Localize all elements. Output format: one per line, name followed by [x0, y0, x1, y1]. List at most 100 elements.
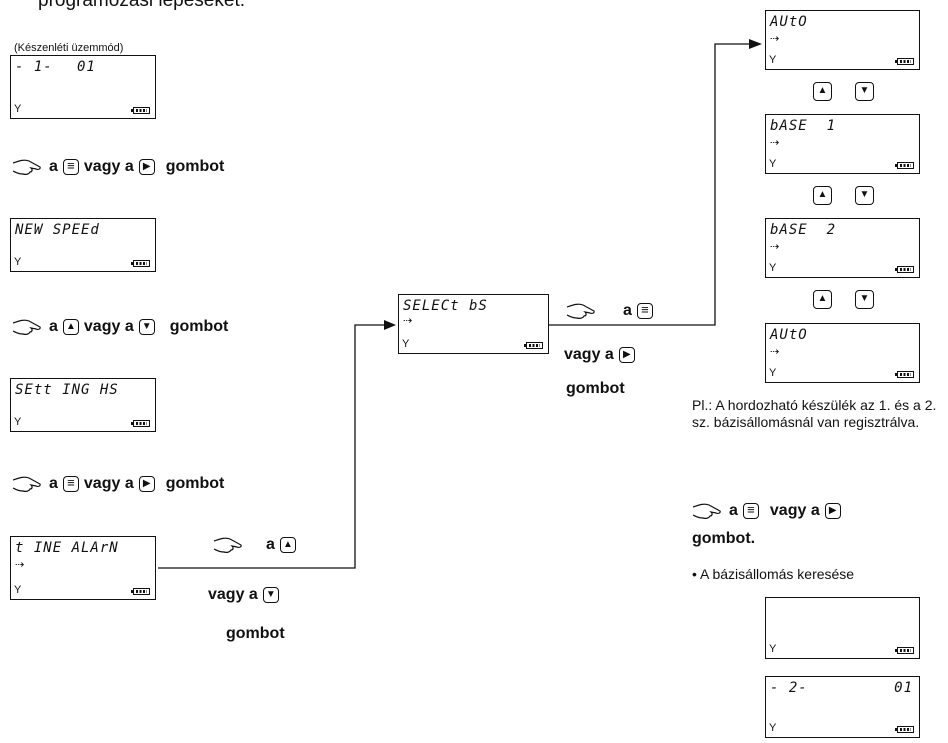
right-arrow-key-icon: ▶ — [824, 503, 841, 519]
battery-icon — [131, 420, 150, 427]
lcd-auto-1: AUtO ⇢ Y — [765, 10, 920, 70]
arrow-icon: ⇢ — [770, 346, 780, 358]
instruction-5-c: gombot — [566, 380, 630, 398]
down-arrow-key-icon: ▼ — [855, 290, 874, 309]
antenna-icon: Y — [14, 416, 22, 428]
search-note: • A bázisállomás keresése — [692, 566, 855, 582]
antenna-icon: Y — [14, 584, 22, 596]
lcd-text: NEW SPEEd — [15, 222, 100, 238]
instruction-5-b: vagy a ▶ — [564, 346, 640, 364]
down-arrow-key-icon: ▼ — [855, 82, 874, 101]
menu-key-icon: ≡ — [62, 476, 79, 492]
example-note: Pl.: A hordozható készülék az 1. és a 2.… — [692, 397, 937, 430]
pointing-hand-icon — [692, 503, 721, 519]
battery-icon — [524, 342, 543, 349]
antenna-icon: Y — [14, 256, 22, 268]
instr-a: a — [729, 502, 738, 519]
instr-a: a — [623, 302, 632, 319]
antenna-icon: Y — [769, 158, 777, 170]
antenna-icon: Y — [769, 643, 777, 655]
down-arrow-key-icon: ▼ — [138, 319, 155, 335]
lcd-setting-hs: SEtt ING HS Y — [10, 378, 156, 432]
antenna-icon: Y — [769, 722, 777, 734]
battery-icon — [895, 726, 914, 733]
instr-gombot: gombot — [226, 625, 285, 642]
lcd-text: SELECt bS — [403, 298, 488, 314]
standby-caption: (Készenléti üzemmód) — [14, 42, 124, 54]
pointing-hand-icon — [12, 319, 41, 335]
battery-icon — [131, 588, 150, 595]
lcd-text-left: - 1- — [15, 59, 53, 75]
down-arrow-key-icon: ▼ — [855, 186, 874, 205]
instruction-3: a ≡ vagy a ▶ gombot — [12, 475, 229, 493]
arrow-icon: ⇢ — [770, 33, 780, 45]
antenna-icon: Y — [769, 367, 777, 379]
instr-a: a — [266, 536, 275, 553]
up-arrow-key-icon: ▲ — [279, 537, 296, 553]
battery-icon — [895, 58, 914, 65]
lcd-text: AUtO — [770, 327, 808, 343]
pointing-hand-icon — [566, 303, 595, 319]
lcd-new-speed: NEW SPEEd Y — [10, 218, 156, 272]
battery-icon — [895, 647, 914, 654]
up-arrow-key-icon: ▲ — [813, 290, 832, 309]
instruction-6-b: gombot. — [692, 530, 760, 548]
instr-vagy-a: vagy a — [769, 502, 820, 519]
instr-gombot: gombot — [169, 318, 229, 335]
instruction-5-a: a ≡ — [566, 302, 658, 320]
lcd-select-bs: SELECt bS ⇢ Y — [398, 294, 549, 354]
up-arrow-key-icon: ▲ — [62, 319, 79, 335]
battery-icon — [895, 162, 914, 169]
pointing-hand-icon — [12, 476, 41, 492]
menu-key-icon: ≡ — [62, 159, 79, 175]
instr-vagy-a: vagy a — [208, 586, 258, 603]
menu-key-icon: ≡ — [742, 503, 759, 519]
antenna-icon: Y — [769, 54, 777, 66]
instruction-1: a ≡ vagy a ▶ gombot — [12, 158, 229, 176]
arrow-icon: ⇢ — [770, 137, 780, 149]
lcd-auto-2: AUtO ⇢ Y — [765, 323, 920, 383]
lcd-result: - 2- 01 Y — [765, 676, 920, 738]
arrowhead-2 — [749, 39, 762, 49]
nav-keys-1: ▲ ▼ — [813, 82, 879, 101]
lcd-text: bASE 1 — [770, 118, 837, 134]
instr-gombot: gombot — [165, 158, 225, 175]
lcd-text: SEtt ING HS — [15, 382, 119, 398]
instr-vagy-a: vagy a — [83, 318, 134, 335]
instr-vagy-a: vagy a — [83, 475, 134, 492]
menu-key-icon: ≡ — [636, 303, 653, 319]
header-title: programozási lépéseket: — [38, 0, 245, 11]
lcd-searching: Y — [765, 597, 920, 659]
instruction-4-c: gombot — [226, 625, 290, 643]
lcd-text-right: 01 — [894, 680, 913, 696]
battery-icon — [131, 107, 150, 114]
nav-keys-3: ▲ ▼ — [813, 290, 879, 309]
battery-icon — [895, 371, 914, 378]
antenna-icon: Y — [402, 338, 410, 350]
pointing-hand-icon — [12, 159, 41, 175]
arrow-icon: ⇢ — [403, 315, 413, 327]
lcd-standby: - 1- 01 Y — [10, 55, 156, 119]
instr-a: a — [49, 158, 58, 175]
right-arrow-key-icon: ▶ — [138, 476, 155, 492]
antenna-icon: Y — [14, 103, 22, 115]
lcd-base-2: bASE 2 ⇢ Y — [765, 218, 920, 278]
pointing-hand-icon — [213, 537, 242, 553]
nav-keys-2: ▲ ▼ — [813, 186, 879, 205]
lcd-time-alarm: t INE ALArN ⇢ Y — [10, 536, 156, 600]
right-arrow-key-icon: ▶ — [618, 347, 635, 363]
instr-vagy-a: vagy a — [564, 346, 614, 363]
instr-a: a — [49, 318, 58, 335]
lcd-text: AUtO — [770, 14, 808, 30]
up-arrow-key-icon: ▲ — [813, 82, 832, 101]
lcd-text-left: - 2- — [770, 680, 808, 696]
instr-vagy-a: vagy a — [83, 158, 134, 175]
right-arrow-key-icon: ▶ — [138, 159, 155, 175]
instruction-4-a: a ▲ — [213, 536, 301, 554]
lcd-text-right: 01 — [77, 59, 96, 75]
instr-gombot: gombot. — [692, 530, 756, 547]
instr-gombot: gombot — [566, 380, 625, 397]
arrow-icon: ⇢ — [15, 559, 25, 571]
antenna-icon: Y — [769, 262, 777, 274]
battery-icon — [895, 266, 914, 273]
